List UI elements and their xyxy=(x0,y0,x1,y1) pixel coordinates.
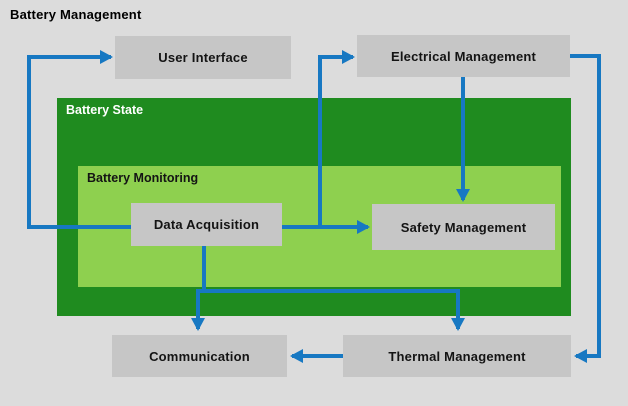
node-data-acquisition: Data Acquisition xyxy=(131,203,282,246)
node-communication: Communication xyxy=(112,335,287,377)
node-thermal-management: Thermal Management xyxy=(343,335,571,377)
node-electrical-management-label: Electrical Management xyxy=(390,48,537,64)
node-safety-management: Safety Management xyxy=(372,204,555,250)
node-thermal-management-label: Thermal Management xyxy=(388,348,526,364)
node-data-acquisition-label: Data Acquisition xyxy=(153,217,260,232)
battery-monitoring-label: Battery Monitoring xyxy=(87,171,199,185)
node-user-interface: User Interface xyxy=(115,36,291,79)
node-safety-management-label: Safety Management xyxy=(400,219,527,235)
arrow-electrical-management-to-thermal-management xyxy=(570,54,601,363)
diagram-title: Battery Management xyxy=(10,7,142,22)
battery-state-label: Battery State xyxy=(66,103,144,117)
node-user-interface-label: User Interface xyxy=(158,50,248,65)
node-electrical-management: Electrical Management xyxy=(357,35,570,77)
node-communication-label: Communication xyxy=(149,348,250,364)
